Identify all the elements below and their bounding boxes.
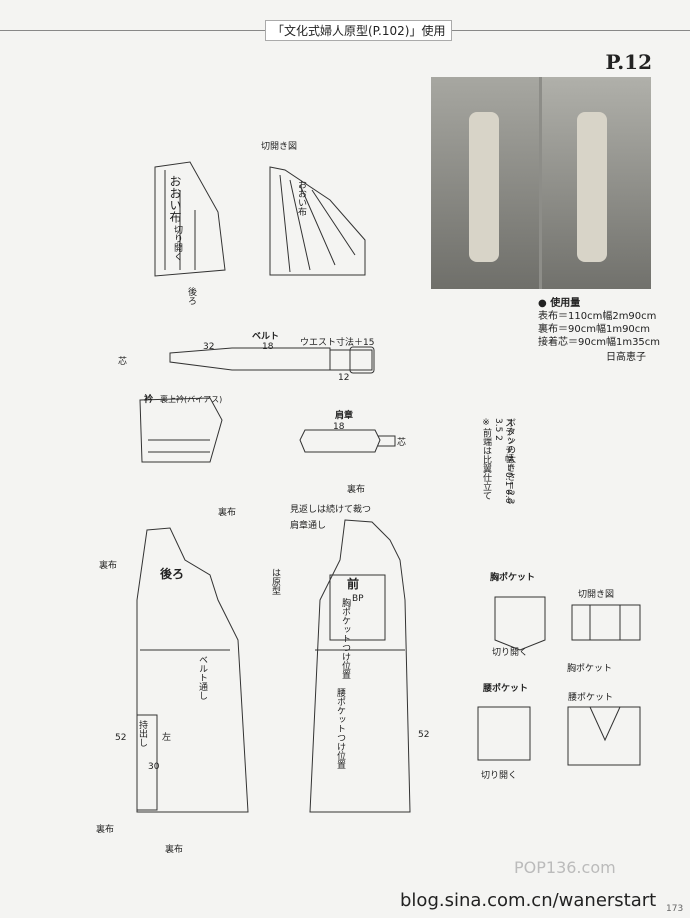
belt-loop-label: ベルト通し	[197, 655, 207, 700]
material-line-interfacing: 接着芯＝90cm幅1m35cm	[538, 337, 661, 348]
lining-label-4: 裏布	[96, 825, 115, 835]
pattern-base-tag: 「文化式婦人原型(P.102)」使用	[265, 20, 453, 41]
epaulet-title: 肩章	[335, 411, 354, 421]
belt-title: ベルト	[252, 332, 280, 342]
collar-title: 衿	[144, 395, 154, 405]
page-number: P.12	[605, 50, 652, 74]
cut-open-chest: 切り開く	[492, 648, 529, 658]
lining-label-2: 裏布	[218, 508, 237, 518]
belt-dim-12: 12	[338, 373, 350, 383]
model-figure-back	[469, 112, 499, 262]
epaulet-loop-label: 肩章通し	[290, 521, 327, 531]
lining-label-1: 裏布	[347, 485, 366, 495]
lining-label-3: 裏布	[99, 561, 118, 571]
belt-dim-32: 32	[203, 342, 215, 352]
cover-cloth-label-2: おおい布	[296, 180, 306, 216]
belt-dim-18: 18	[262, 342, 274, 352]
back-label-top: 後ろ	[186, 287, 196, 305]
cut-open-waist: 切り開く	[481, 771, 518, 781]
interfacing-label: 芯	[118, 357, 128, 367]
materials-list: ● 使用量 表布＝110cm幅2m90cm 裏布＝90cm幅1m90cm 接着芯…	[538, 297, 660, 349]
page-end-number: 173	[666, 904, 684, 914]
front-piece-label: 前	[347, 577, 360, 591]
cover-cloth-label: おおい布	[168, 175, 182, 223]
chest-pocket-position: 胸ポケットつけ位置	[340, 598, 350, 679]
bust-point-label: BP	[352, 594, 364, 604]
slash-diagram-label: 切開き図	[261, 142, 298, 152]
photo-front-view	[542, 77, 651, 289]
chest-pocket-title: 胸ポケット	[490, 573, 536, 583]
chest-pocket-label-2: 胸ポケット	[567, 664, 613, 674]
cut-open-label: 切り開く	[172, 225, 182, 261]
button-size-note: ボタンの大きさ＝2.3	[505, 418, 515, 505]
back-piece-label: 後ろ	[160, 567, 185, 581]
front-length-52: 52	[418, 730, 430, 740]
collar-sub: 裏上衿(バイアス)	[160, 395, 223, 404]
waist-pocket-title: 腰ポケット	[483, 684, 529, 694]
facing-note: 見返しは続けて裁つ	[290, 505, 372, 515]
slash-diagram-label-2: 切開き図	[578, 590, 615, 600]
author-name: 日高恵子	[606, 352, 646, 363]
lining-label-5: 裏布	[165, 845, 184, 855]
base-pattern-note: は原型	[270, 568, 280, 595]
material-line-outer: 表布＝110cm幅2m90cm	[538, 311, 657, 322]
stitch-width-note: ステッチ幅＝0.1 0.6 3.5 2	[493, 418, 513, 504]
back-length-52: 52	[115, 733, 127, 743]
left-side-label: 左	[162, 733, 172, 743]
extension-30: 30	[148, 762, 160, 772]
site-watermark: blog.sina.com.cn/wanerstart	[400, 890, 657, 911]
waist-measure: ウエスト寸法＋15	[300, 338, 375, 348]
extension-label: 持出し	[137, 720, 147, 747]
front-edge-note: ※前端は比翼仕立て	[481, 418, 491, 500]
model-photo	[431, 77, 651, 289]
material-line-lining: 裏布＝90cm幅1m90cm	[538, 324, 651, 335]
pop-watermark: POP136.com	[514, 858, 616, 877]
epaulet-dim: 18	[333, 422, 345, 432]
materials-title: ● 使用量	[538, 298, 581, 309]
model-figure-front	[577, 112, 607, 262]
waist-pocket-label-2: 腰ポケット	[568, 693, 614, 703]
interfacing-label-2: 芯	[397, 438, 407, 448]
photo-back-view	[431, 77, 539, 289]
waist-pocket-position: 腰ポケットつけ位置	[335, 688, 345, 769]
